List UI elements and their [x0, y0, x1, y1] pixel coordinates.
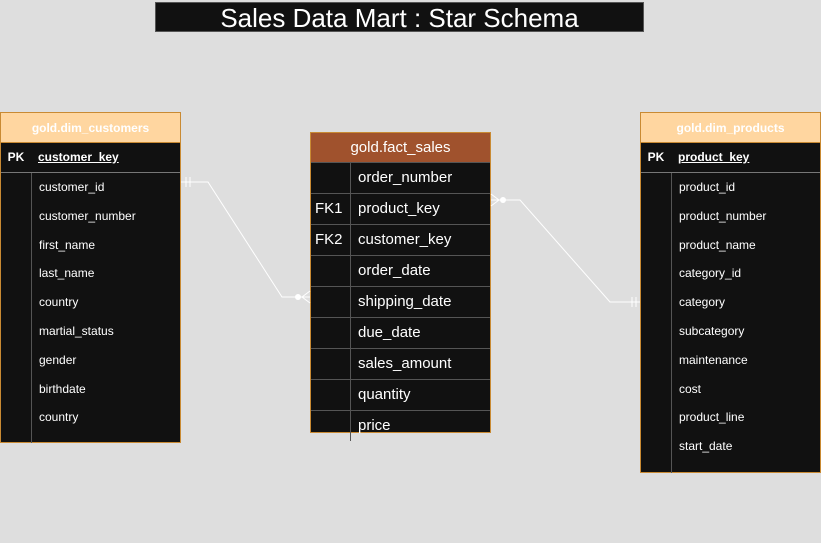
table-fact-sales[interactable]: gold.fact_sales order_number FK1 product_… [310, 132, 491, 441]
column: subcategory [679, 323, 745, 338]
table-header: gold.dim_customers [1, 113, 180, 143]
table-row: order_number [311, 163, 490, 194]
optional-marker [295, 294, 301, 300]
pk-row: PK product_key [641, 143, 820, 173]
key-label [311, 411, 351, 441]
table-row: order_date [311, 256, 490, 287]
column: product_id [679, 180, 736, 194]
pk-row: PK customer_key [1, 143, 180, 173]
column: quantity [358, 386, 411, 403]
column: customer_key [358, 231, 452, 248]
column: sales_amount [358, 355, 452, 372]
connector-customers-fact [181, 181, 310, 298]
column: cost [679, 381, 702, 396]
table-dim-customers[interactable]: gold.dim_customers PK customer_key custo… [0, 112, 181, 443]
column: maintenance [679, 352, 748, 367]
column: start_date [679, 439, 733, 454]
pk-column: customer_key [38, 150, 119, 164]
table-row: quantity [311, 380, 490, 411]
key-label: FK1 [311, 194, 351, 224]
key-label [311, 318, 351, 348]
column: order_number [358, 169, 453, 186]
key-label: FK2 [311, 225, 351, 255]
column: product_number [679, 208, 767, 223]
column: last_name [39, 266, 95, 281]
table-row: price [311, 411, 490, 441]
key-label [311, 380, 351, 410]
column: category [679, 295, 726, 310]
connector-products-fact [491, 199, 640, 303]
pk-label: PK [7, 150, 25, 164]
table-header: gold.fact_sales [311, 133, 490, 163]
table-row: FK1 product_key [311, 194, 490, 225]
column: country [39, 410, 79, 425]
column: shipping_date [358, 293, 452, 310]
column: birthdate [39, 381, 86, 396]
pk-column: product_key [678, 150, 750, 164]
key-label [311, 163, 351, 193]
column: martial_status [39, 323, 114, 338]
column: order_date [358, 262, 431, 279]
diagram-title: Sales Data Mart : Star Schema [155, 2, 644, 33]
column: gender [39, 352, 77, 367]
many-marker [490, 193, 500, 207]
optional-marker [500, 197, 506, 203]
column: product_line [679, 410, 745, 425]
column: price [358, 417, 391, 434]
table-header: gold.dim_products [641, 113, 820, 143]
column: due_date [358, 324, 421, 341]
pk-label: PK [647, 150, 665, 164]
many-marker [301, 290, 311, 304]
column: first_name [39, 237, 96, 252]
column: customer_id [39, 180, 105, 194]
table-row: due_date [311, 318, 490, 349]
key-label [311, 256, 351, 286]
column: category_id [679, 266, 742, 281]
table-row: FK2 customer_key [311, 225, 490, 256]
table-row: shipping_date [311, 287, 490, 318]
table-row: sales_amount [311, 349, 490, 380]
column: country [39, 295, 79, 310]
column: product_name [679, 237, 756, 252]
table-dim-products[interactable]: gold.dim_products PK product_key product… [640, 112, 821, 473]
key-label [311, 349, 351, 379]
column: customer_number [39, 208, 136, 223]
key-label [311, 287, 351, 317]
column: product_key [358, 200, 440, 217]
